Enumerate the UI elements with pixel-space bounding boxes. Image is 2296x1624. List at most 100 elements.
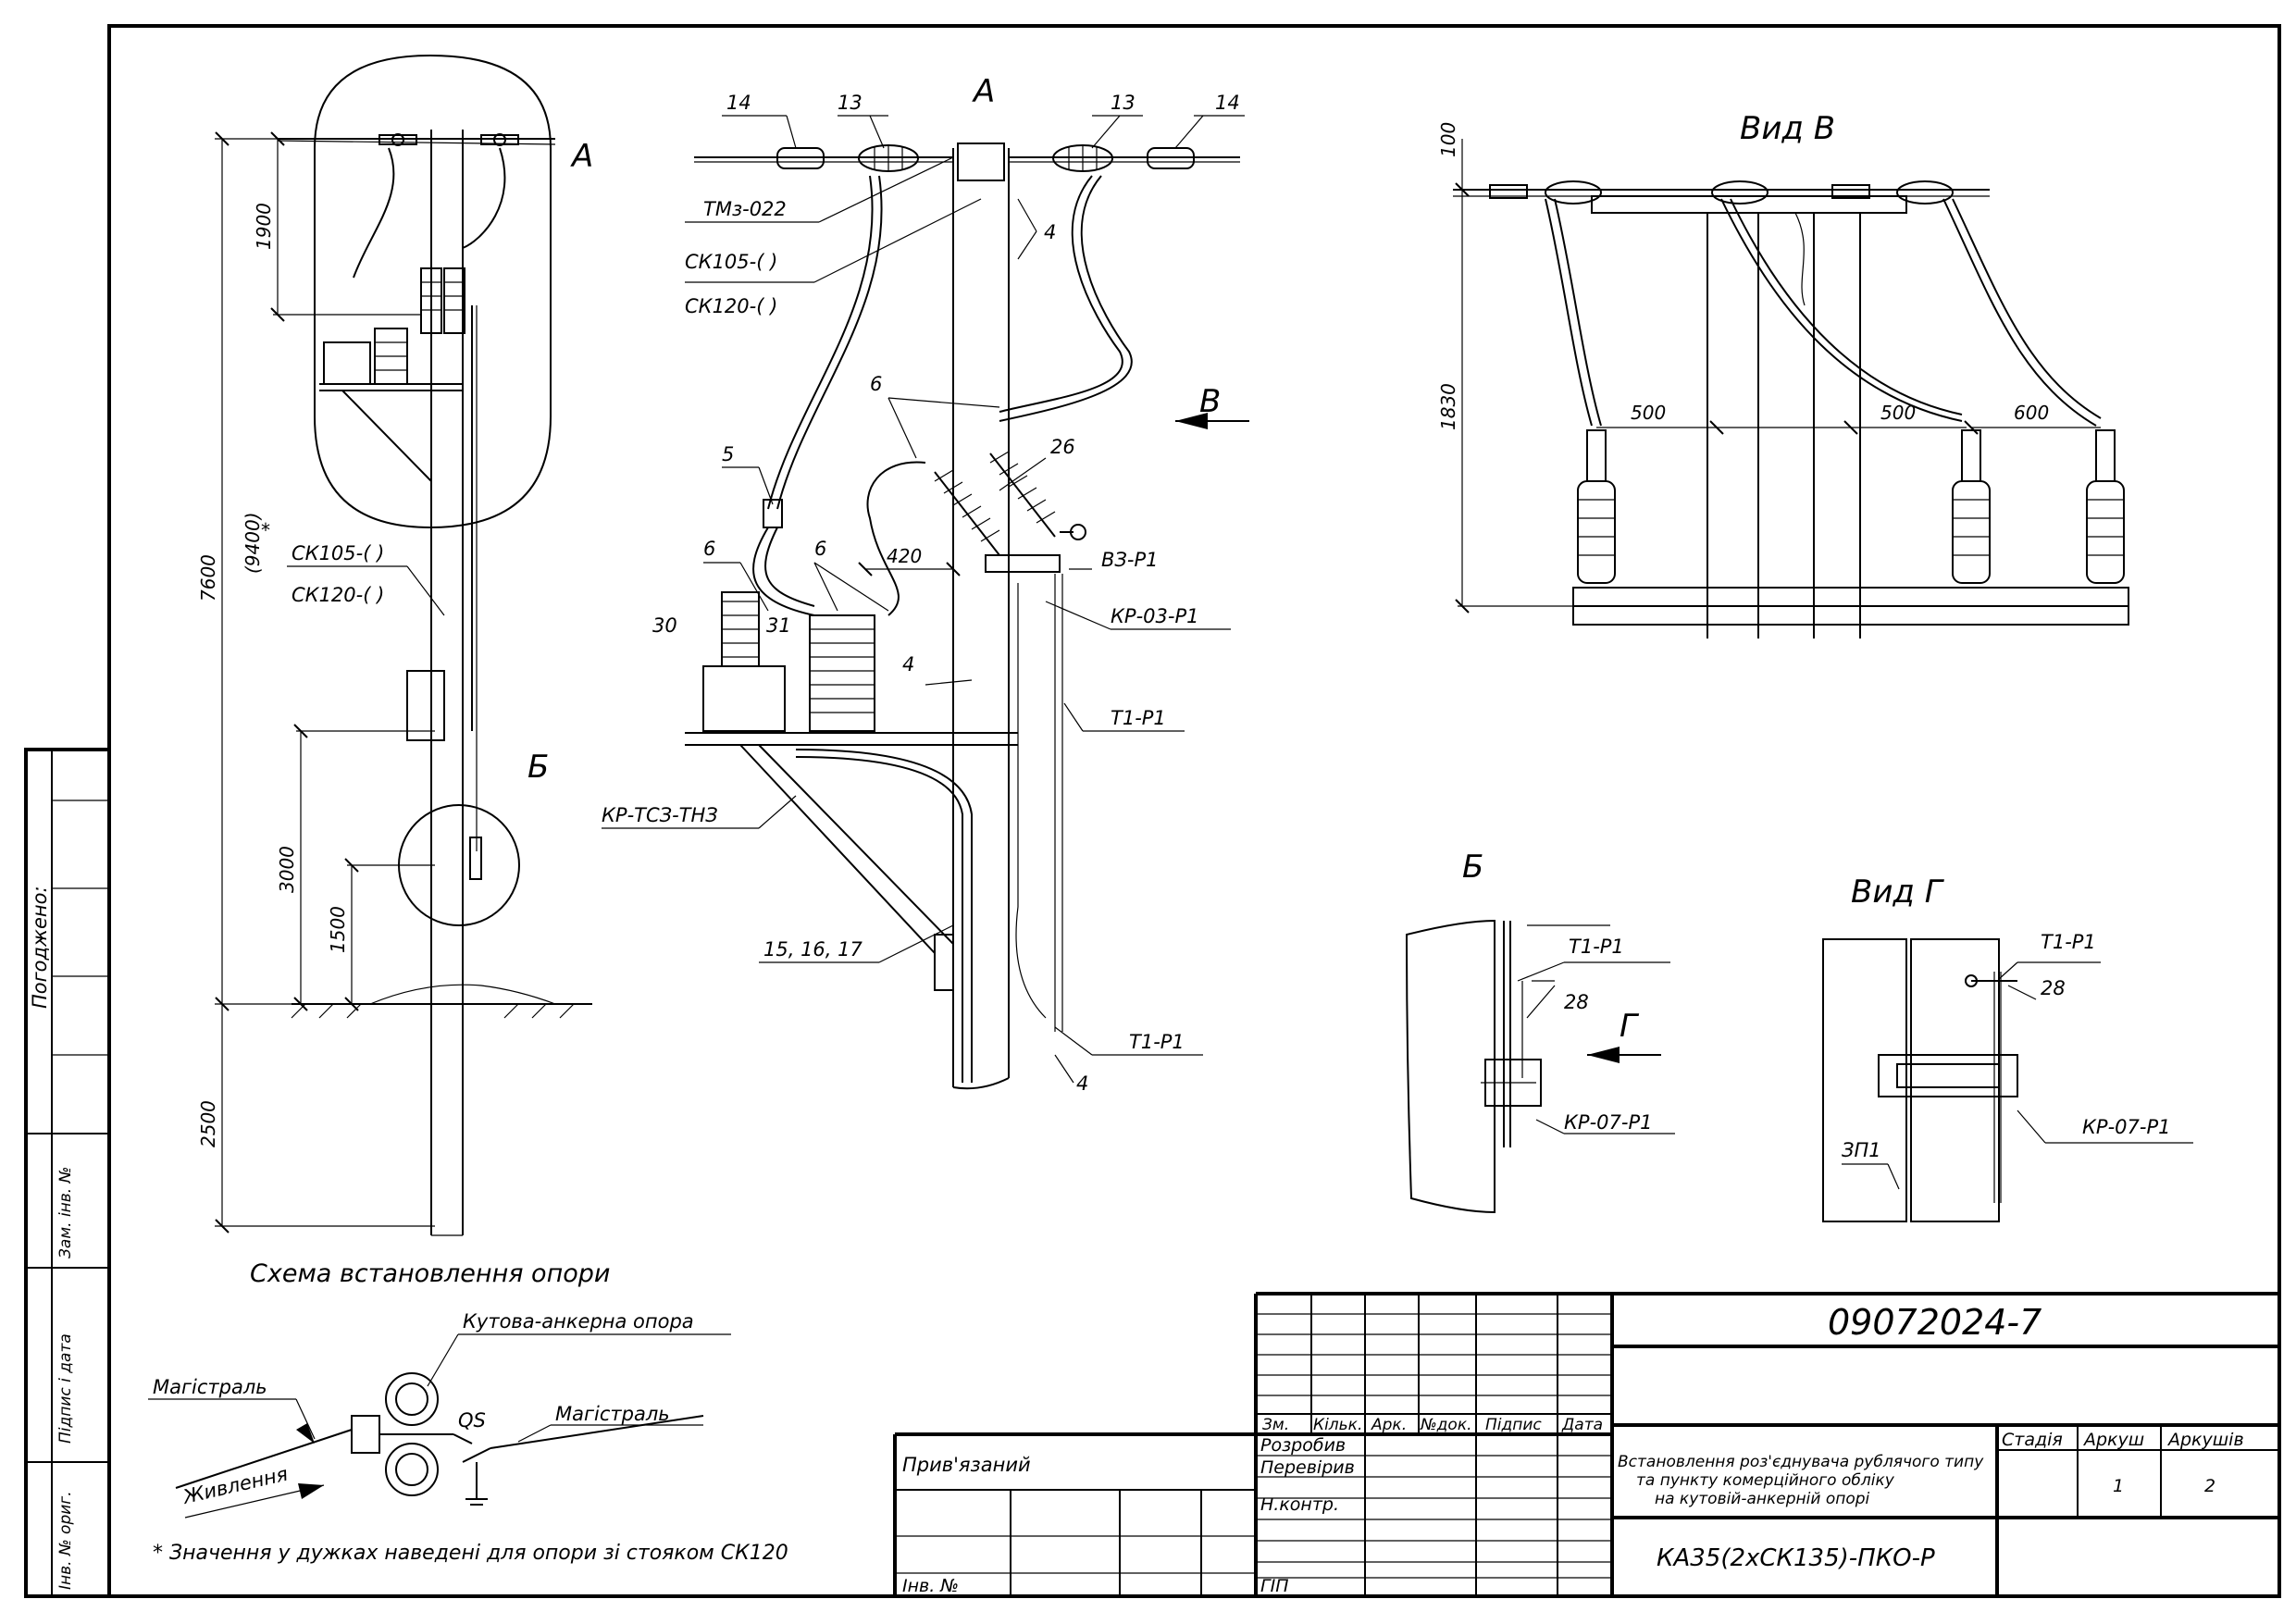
view-b: Вид В (1437, 110, 2129, 638)
label-t1-p1-lower: Т1-Р1 (1129, 1031, 1185, 1053)
detail-a-title: A (972, 73, 995, 110)
view-b-string-insulators (1489, 180, 1954, 205)
dim-9400: (9400) (242, 512, 264, 574)
label-tmz: ТМз-022 (703, 198, 787, 220)
feed-label: Живлення (180, 1463, 290, 1509)
view-b-dimensions (1455, 139, 2101, 614)
role-norm-control: Н.контр. (1260, 1494, 1339, 1515)
title-block: 09072024-7 Зм. Кільк. Арк. №док. Підпис … (893, 1292, 2279, 1596)
qs-label: QS (458, 1409, 486, 1432)
detail-a-string-insulators (776, 144, 1195, 172)
dim-1830: 1830 (1437, 383, 1459, 430)
bound-label: Прив'язаний (902, 1454, 1031, 1476)
label-13-left: 13 (838, 92, 863, 114)
label-4-top: 4 (1044, 221, 1056, 243)
inventory-no-label: Інв. № (902, 1576, 959, 1596)
col-header-change: Зм. (1262, 1416, 1289, 1434)
disconnector-26 (934, 451, 1086, 573)
role-developed: Розробив (1260, 1435, 1346, 1456)
label-6-left: 6 (703, 538, 715, 560)
sheet-label: Аркуш (2082, 1430, 2144, 1450)
dim-500-left: 500 (1631, 402, 1666, 424)
dim-420: 420 (887, 545, 922, 567)
original-inventory-label: Інв. № ориг. (56, 1491, 75, 1590)
doc-number: 09072024-7 (1828, 1302, 2042, 1343)
view-g-label-kr07: КР-07-Р1 (2082, 1116, 2170, 1138)
detail-a-pole (952, 143, 1010, 1090)
col-header-date: Дата (1561, 1416, 1603, 1434)
detail-b-label-kr07: КР-07-Р1 (1564, 1111, 1652, 1134)
description-line-3: на кутовій-анкерній опорі (1655, 1490, 1870, 1508)
main-line-right-label: Магістраль (555, 1403, 670, 1425)
detail-b-label-28: 28 (1564, 991, 1589, 1013)
label-ck120-scheme: СК120-( ) (292, 584, 384, 606)
label-30: 30 (652, 614, 677, 637)
main-line-left-label: Магістраль (153, 1376, 267, 1398)
dim-1900: 1900 (253, 203, 275, 250)
callout-a-label: A (570, 138, 593, 175)
dim-100: 100 (1437, 122, 1459, 157)
view-g: Вид Г Т1-Р1 28 КР-07-Р1 ЗП1 (1822, 874, 2193, 1222)
single-line-diagram: Кутова-анкерна опора QS Магістраль Магіс… (148, 1310, 731, 1519)
dim-7600: 7600 (197, 554, 219, 601)
label-15-16-17: 15, 16, 17 (763, 938, 863, 961)
pole-body (430, 130, 464, 1236)
label-ck105-scheme: СК105-( ) (292, 542, 384, 564)
view-g-title: Вид Г (1851, 874, 1945, 911)
dim-2500: 2500 (197, 1100, 219, 1147)
detail-b-title: Б (1462, 849, 1483, 886)
label-vz-p1: ВЗ-Р1 (1101, 549, 1158, 571)
role-checked: Перевірив (1260, 1457, 1355, 1478)
description-line-1: Встановлення роз'єднувача рублячого типу (1618, 1453, 1984, 1471)
label-ck120-detail: СК120-( ) (685, 295, 777, 317)
sheets-label: Аркушів (2166, 1430, 2244, 1450)
detail-b: Б Т1-Р1 28 КР-07-Р1 Г (1405, 849, 1675, 1214)
label-5: 5 (722, 443, 734, 465)
view-g-label-t1: Т1-Р1 (2041, 931, 2096, 953)
detail-b-label-t1: Т1-Р1 (1569, 936, 1624, 958)
disconnector-small (420, 267, 465, 334)
label-4-bottom: 4 (1076, 1072, 1088, 1095)
dim-500-right: 500 (1880, 402, 1916, 424)
view-b-arrow-label: B (1199, 383, 1221, 420)
dim-1500: 1500 (327, 906, 349, 953)
col-header-docno: №док. (1420, 1416, 1472, 1434)
metering-platform (319, 328, 463, 482)
label-t1-p1-upper: Т1-Р1 (1111, 707, 1166, 729)
detail-a-leaders (602, 115, 1245, 1084)
label-kr-tsz-tnz: КР-ТСЗ-ТНЗ (602, 804, 718, 826)
col-header-qty: Кільк. (1313, 1416, 1362, 1434)
col-header-signature: Підпис (1485, 1416, 1542, 1434)
label-4-mid: 4 (902, 653, 914, 676)
metering-transformers (685, 591, 1018, 991)
sheet-value: 1 (2113, 1476, 2124, 1496)
view-b-post-insulators (1577, 429, 2125, 584)
col-header-sheet: Арк. (1371, 1416, 1407, 1434)
dim-3000: 3000 (276, 846, 298, 893)
detail-b-arrow-label: Г (1620, 1008, 1640, 1045)
project-code: КА35(2хСК135)-ПКО-Р (1657, 1544, 1935, 1572)
view-b-title: Вид В (1740, 110, 1835, 147)
label-14-left: 14 (726, 92, 751, 114)
signature-date-label: Підпис і дата (56, 1333, 75, 1444)
view-g-label-28: 28 (2041, 977, 2066, 999)
stage-label: Стадія (2002, 1430, 2063, 1450)
detail-a: A (602, 73, 1249, 1095)
description-line-2: та пункту комерційного обліку (1636, 1471, 1895, 1490)
scheme-caption: Схема встановлення опори (250, 1259, 610, 1288)
view-g-label-zp1: ЗП1 (1842, 1139, 1881, 1161)
label-kr-03-p1: КР-03-Р1 (1111, 605, 1198, 627)
pole-dimensions (215, 131, 435, 1233)
label-26: 26 (1050, 436, 1075, 458)
replaced-inventory-label: Зам. інв. № (56, 1167, 75, 1258)
agreed-label: Погоджено: (29, 886, 51, 1009)
role-chief-engineer: ГІП (1260, 1576, 1288, 1596)
label-31: 31 (766, 614, 791, 637)
pole-installation-scheme: A (197, 54, 610, 1288)
pole-type-label: Кутова-анкерна опора (463, 1310, 694, 1333)
label-ck105-detail: СК105-( ) (685, 251, 777, 273)
callout-a-outline (314, 54, 552, 529)
footnote: * Значення у дужках наведені для опори з… (153, 1542, 788, 1565)
top-insulators (379, 133, 519, 146)
